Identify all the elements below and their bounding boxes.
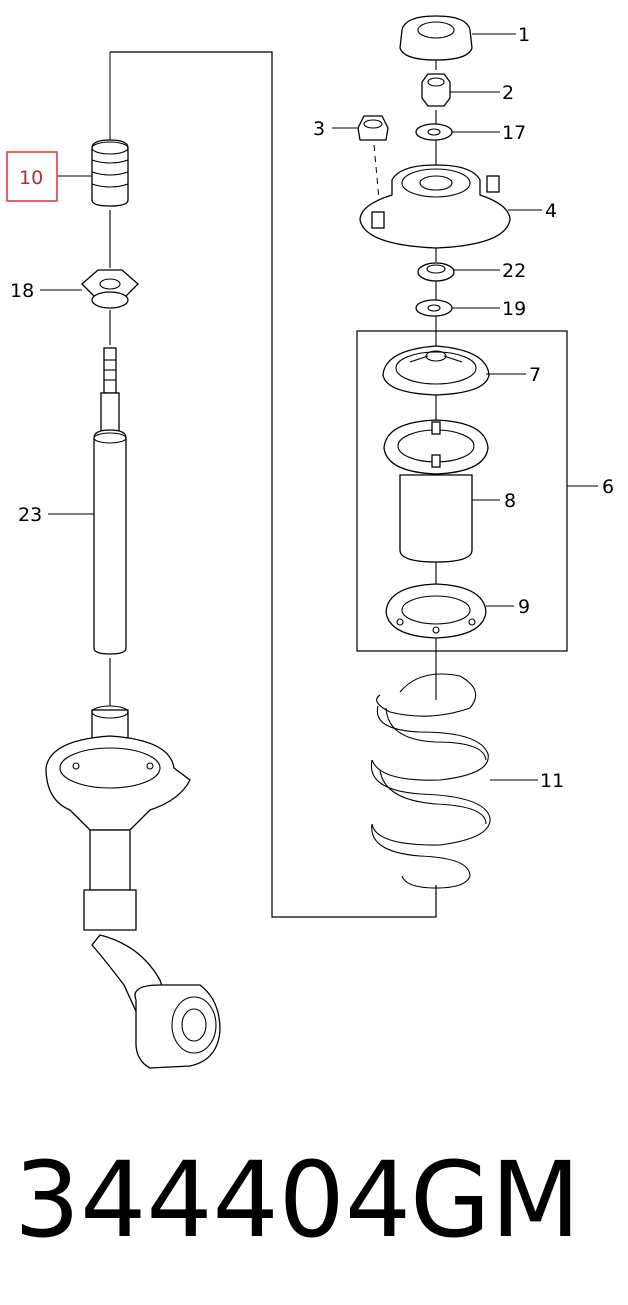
label-part-11: 11 <box>540 770 564 792</box>
part-11-coil-spring <box>370 673 491 889</box>
label-part-10: 10 <box>19 167 43 189</box>
kit-6-frame <box>356 330 568 652</box>
label-part-7: 7 <box>529 364 541 386</box>
suspension-strut-exploded-diagram: 1 2 3 17 4 22 19 7 8 6 9 11 10 18 23 <box>6 15 614 1069</box>
part-22-bushing <box>417 262 455 282</box>
part-number: 344404 <box>14 1139 412 1261</box>
part-10-bump-stop <box>91 139 129 207</box>
label-part-23: 23 <box>18 504 42 526</box>
brand-name: GM <box>410 1139 581 1261</box>
part-1-top-cap <box>399 15 473 61</box>
label-part-1: 1 <box>518 24 530 46</box>
label-part-3: 3 <box>313 118 325 140</box>
label-part-18: 18 <box>10 280 34 302</box>
part-10-highlight-box <box>6 151 58 202</box>
label-part-6: 6 <box>602 476 614 498</box>
part-18-plate <box>81 269 139 309</box>
label-part-2: 2 <box>502 82 514 104</box>
label-part-19: 19 <box>502 298 526 320</box>
strut-housing-knuckle <box>45 705 221 1069</box>
footer: 344404 GM <box>0 1130 628 1270</box>
part-17-washer <box>415 123 453 141</box>
part-8-dust-boot <box>383 419 489 563</box>
label-part-17: 17 <box>502 122 526 144</box>
label-part-22: 22 <box>502 260 526 282</box>
part-3-flange-nut <box>357 115 389 141</box>
label-part-9: 9 <box>518 596 530 618</box>
label-part-8: 8 <box>504 490 516 512</box>
connection-frame <box>109 51 437 918</box>
part-23-shock-absorber <box>93 347 127 655</box>
part-9-spring-seat <box>385 583 487 639</box>
leader-lines <box>40 33 598 781</box>
part-7-bearing <box>382 345 490 396</box>
label-part-4: 4 <box>545 200 557 222</box>
part-19-washer <box>415 299 453 317</box>
part-4-strut-mount <box>359 164 511 249</box>
part-2-nut <box>421 73 451 107</box>
